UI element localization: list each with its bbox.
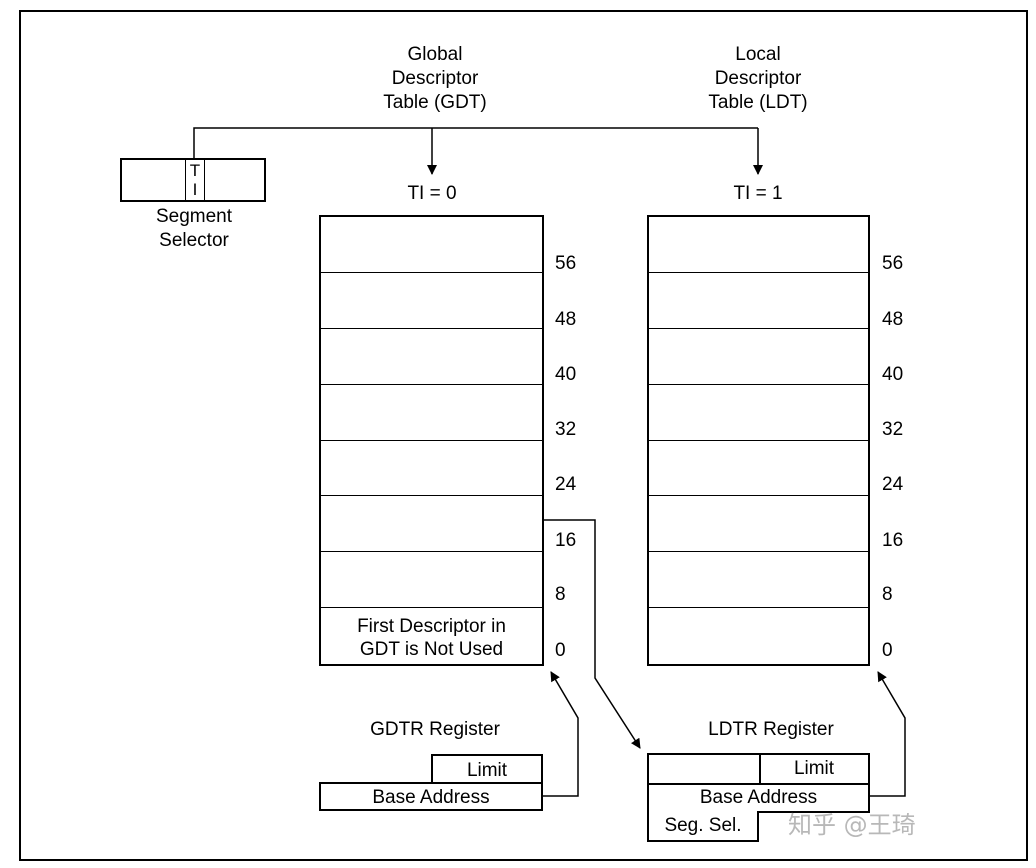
segment-selector-box: T I [120, 158, 266, 202]
selector-label-line: Segment [155, 206, 233, 227]
gdt-title-line: Global [407, 44, 463, 65]
gdtr-limit-label: Limit [466, 760, 508, 781]
ldt-title-line: Descriptor [714, 68, 802, 89]
ldt-offset: 48 [882, 309, 904, 330]
segment-selector-label: Segment Selector [114, 205, 274, 253]
ldtr-seg-sel-label: Seg. Sel. [664, 815, 742, 836]
ldt-offset: 0 [882, 640, 893, 661]
selector-label-line: Selector [159, 230, 229, 251]
ti-letter: T [189, 161, 201, 180]
gdt-entry [321, 496, 542, 552]
gdt-first-entry-line: GDT is Not Used [359, 639, 504, 660]
gdt-to-ldtr-arrow [542, 519, 641, 749]
gdt-entry [321, 385, 542, 441]
gdt-offset: 56 [555, 253, 577, 274]
ldtr-limit-label: Limit [793, 758, 835, 779]
ldt-offset: 16 [882, 530, 904, 551]
ldtr-divider [759, 755, 761, 783]
ldtr-divider [649, 783, 868, 785]
gdt-title-line: Table (GDT) [383, 92, 487, 113]
gdt-entry [321, 552, 542, 608]
ti-field: T I [185, 160, 205, 200]
gdt-entry [321, 441, 542, 496]
ldt-entry [649, 496, 868, 552]
gdt-table: First Descriptor in GDT is Not Used [319, 215, 544, 666]
gdt-entry [321, 329, 542, 385]
ldtr-base-label: Base Address [699, 787, 818, 808]
ldt-entry [649, 217, 868, 273]
ldt-title-line: Local [735, 44, 781, 65]
ti-letter: I [192, 180, 198, 199]
ldt-offset: 32 [882, 419, 904, 440]
ldt-ti-label: TI = 1 [733, 183, 783, 204]
gdtr-title: GDTR Register [370, 719, 500, 740]
gdt-offset: 24 [555, 474, 577, 495]
gdtr-base-label: Base Address [372, 787, 490, 808]
gdt-entry [321, 217, 542, 273]
ldtr-title: LDTR Register [708, 719, 834, 740]
ldt-entry [649, 552, 868, 608]
ldt-entry [649, 273, 868, 329]
gdt-offset: 40 [555, 364, 577, 385]
gdt-first-entry-line: First Descriptor in [357, 616, 506, 637]
ldt-offset: 40 [882, 364, 904, 385]
gdt-title-line: Descriptor [391, 68, 479, 89]
gdt-offset: 16 [555, 530, 577, 551]
ti-bus-line [193, 127, 758, 158]
gdt-title: Global Descriptor Table (GDT) [355, 43, 515, 115]
gdt-offset: 48 [555, 309, 577, 330]
ldt-offset: 56 [882, 253, 904, 274]
gdtr-limit-field: Limit [431, 754, 543, 784]
ldt-entry [649, 385, 868, 441]
gdt-offset: 8 [555, 584, 566, 605]
ldt-title: Local Descriptor Table (LDT) [678, 43, 838, 115]
watermark: 知乎 @王琦 [788, 811, 916, 839]
ldt-table [647, 215, 870, 666]
gdt-ti-label: TI = 0 [407, 183, 457, 204]
gdt-first-entry: First Descriptor in GDT is Not Used [321, 615, 542, 661]
gdtr-base-field: Base Address [319, 782, 543, 811]
ldtr-register: Limit Base Address [647, 753, 870, 813]
ldt-entry [649, 329, 868, 385]
outer-frame [19, 10, 1028, 861]
ldtr-seg-sel-field: Seg. Sel. [647, 811, 759, 842]
gdtr-base-arrow [542, 671, 579, 797]
ldt-entry [649, 441, 868, 496]
gdt-entry [321, 273, 542, 329]
ldt-offset: 24 [882, 474, 904, 495]
gdt-offset: 0 [555, 640, 566, 661]
ldt-offset: 8 [882, 584, 893, 605]
gdt-offset: 32 [555, 419, 577, 440]
ldtr-base-arrow [870, 671, 906, 797]
ldt-title-line: Table (LDT) [708, 92, 808, 113]
